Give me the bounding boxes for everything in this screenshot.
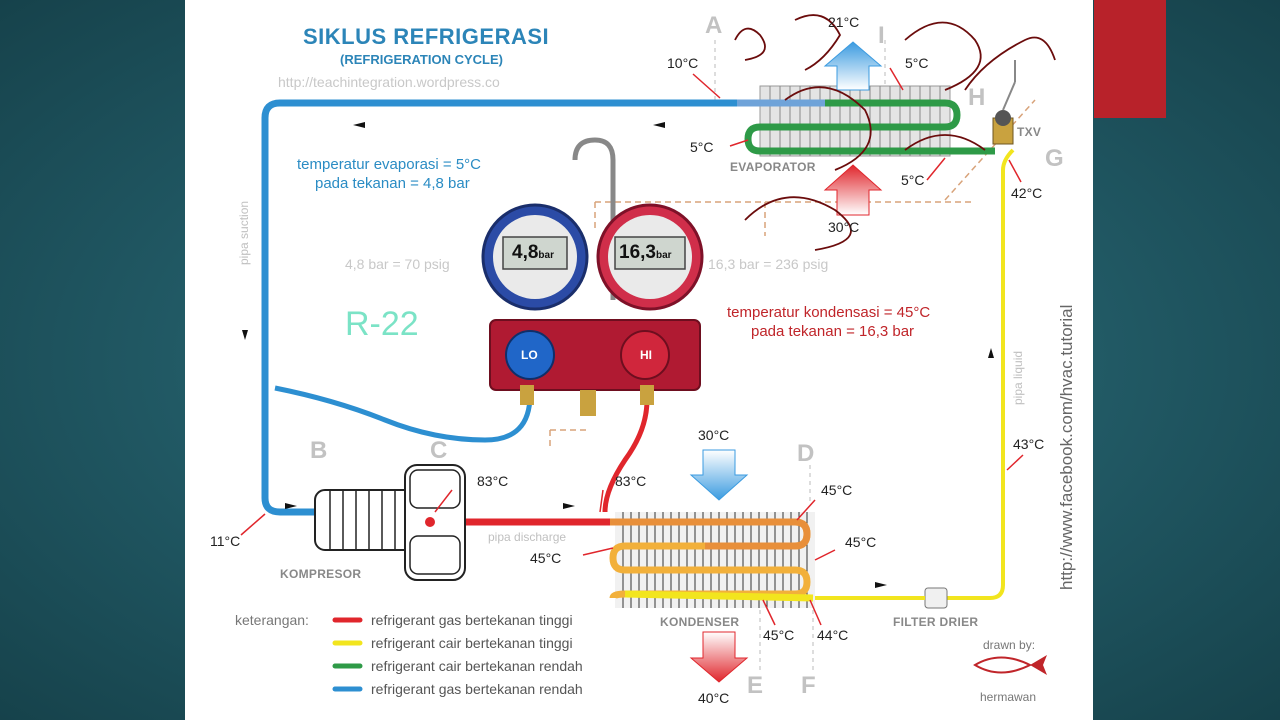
high-gauge-unit: bar: [655, 250, 672, 261]
drawn-by-label: drawn by:: [983, 638, 1036, 652]
guide-lines: [549, 99, 1036, 450]
cond-air-in-arrow: [689, 449, 749, 501]
temp-air-out-evap: 30°C: [828, 219, 860, 235]
high-side-hose: [602, 399, 650, 513]
temp-air-in-evap: 21°C: [828, 14, 860, 30]
temp-cond-bottom-right: 44°C: [817, 627, 849, 643]
temp-comp-discharge: 83°C: [477, 473, 509, 489]
handwritten-annotations: [734, 14, 1056, 251]
compressor: [314, 464, 466, 581]
high-pressure-conversion: 16,3 bar = 236 psig: [708, 256, 829, 272]
slide-canvas: SIKLUS REFRIGERASI (REFRIGERATION CYCLE)…: [185, 0, 1093, 720]
condensation-note: temperatur kondensasi = 45°C pada tekana…: [727, 303, 930, 341]
temp-cond-top: 45°C: [821, 482, 853, 498]
author-name: hermawan: [980, 690, 1037, 704]
evaporator-label: EVAPORATOR: [730, 160, 816, 174]
txv-valve: [992, 60, 1016, 145]
temp-liquid-line: 43°C: [1013, 436, 1045, 452]
hermawan-logo: [973, 655, 1047, 675]
refrigeration-diagram: [240, 14, 1056, 692]
point-h: H: [968, 84, 986, 111]
low-pressure-conversion: 4,8 bar = 70 psig: [345, 256, 450, 272]
point-c: C: [430, 437, 448, 464]
evaporation-note: temperatur evaporasi = 5°C pada tekanan …: [297, 155, 481, 193]
temp-cond-air-in: 30°C: [698, 427, 730, 443]
refrigerant-type: R-22: [345, 305, 419, 343]
evaporation-note-line2: pada tekanan = 4,8 bar: [315, 175, 470, 192]
legend-title: keterangan:: [235, 612, 309, 628]
low-gauge-reading: 4,8bar: [512, 242, 554, 264]
source-url: http://teachintegration.wordpress.co: [278, 74, 500, 90]
facebook-url: http://www.facebook.com/hvac.tutorial: [1057, 304, 1076, 590]
compressor-label: KOMPRESOR: [280, 567, 362, 581]
evaporation-note-line1: temperatur evaporasi = 5°C: [297, 156, 482, 173]
legend-item-low-gas: refrigerant gas bertekanan rendah: [371, 681, 583, 697]
low-knob-label: LO: [521, 348, 538, 362]
legend-item-high-liquid: refrigerant cair bertekanan tinggi: [371, 635, 573, 651]
condenser-label: KONDENSER: [660, 615, 740, 629]
high-gauge-reading: 16,3bar: [619, 242, 672, 264]
filter-drier-label: FILTER DRIER: [893, 615, 979, 629]
evaporator: [737, 85, 995, 157]
low-gauge-value: 4,8: [512, 242, 539, 263]
point-g: G: [1045, 145, 1064, 172]
flow-arrows: [242, 122, 994, 588]
point-d: D: [797, 440, 815, 467]
temp-evap-inlet: 5°C: [690, 139, 714, 155]
high-gauge-value: 16,3: [619, 242, 656, 263]
temp-evap-top: 5°C: [905, 55, 929, 71]
legend-item-low-liquid: refrigerant cair bertekanan rendah: [371, 658, 583, 674]
legend-item-high-gas: refrigerant gas bertekanan tinggi: [371, 612, 573, 628]
temp-txv-inlet: 42°C: [1011, 185, 1043, 201]
evap-air-out-arrow: [823, 41, 883, 91]
temp-suction-comp: 11°C: [210, 533, 241, 549]
high-knob-label: HI: [640, 348, 652, 362]
slide-accent-bar: [1094, 0, 1166, 118]
temp-cond-mid: 45°C: [845, 534, 877, 550]
low-side-hose: [274, 385, 533, 443]
point-a: A: [705, 12, 723, 39]
condensation-note-line1: temperatur kondensasi = 45°C: [727, 304, 931, 321]
discharge-pipe-label: pipa discharge: [488, 530, 567, 544]
temp-evap-bottom: 5°C: [901, 172, 925, 188]
low-gauge-unit: bar: [538, 250, 554, 261]
temp-cond-bottom-left: 45°C: [763, 627, 795, 643]
txv-label: TXV: [1017, 125, 1042, 139]
temp-discharge-line: 83°C: [615, 473, 647, 489]
suction-pipe: [261, 99, 737, 516]
legend-swatches: [332, 617, 363, 692]
temp-evap-outlet: 10°C: [667, 55, 699, 71]
point-f: F: [801, 672, 816, 699]
condensation-note-line2: pada tekanan = 16,3 bar: [751, 323, 915, 340]
filter-drier: [813, 587, 948, 609]
condenser: [609, 512, 815, 608]
temp-cond-air-out: 40°C: [698, 690, 730, 706]
cond-air-out-arrow: [689, 631, 749, 683]
diagram-title: SIKLUS REFRIGERASI: [303, 24, 550, 49]
temperature-pointers: [240, 67, 1024, 626]
manifold-gauge-set: [481, 137, 704, 416]
point-b: B: [310, 437, 328, 464]
liquid-pipe-label: pipa liquid: [1011, 350, 1025, 405]
diagram-subtitle: (REFRIGERATION CYCLE): [340, 52, 503, 67]
point-i: I: [878, 22, 885, 49]
temp-cond-left: 45°C: [530, 550, 562, 566]
evap-air-in-arrow: [823, 164, 883, 216]
liquid-line: [945, 148, 1015, 600]
suction-pipe-label: pipa suction: [237, 200, 251, 265]
point-e: E: [747, 672, 764, 699]
